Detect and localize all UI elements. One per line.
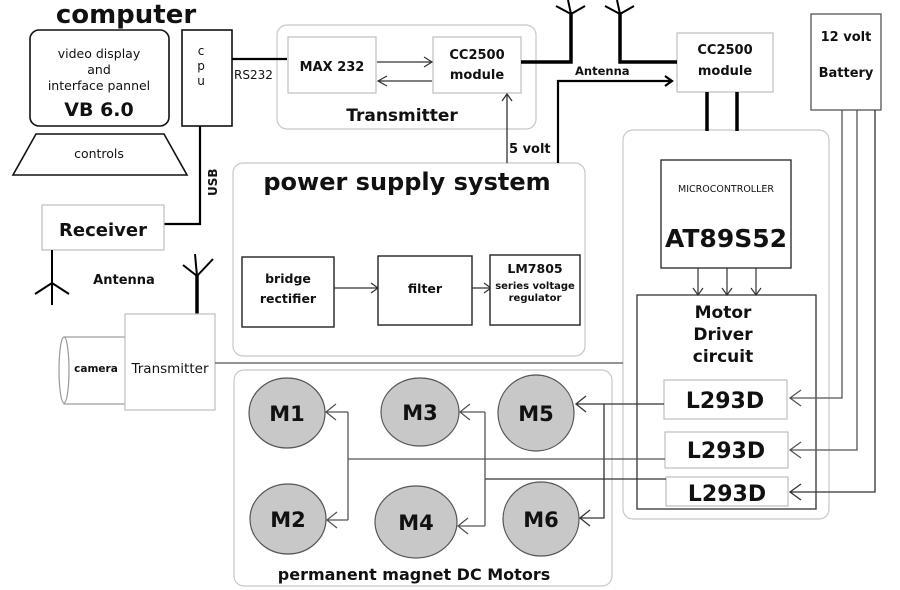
display-line-2: and: [87, 62, 111, 77]
filter-box: [377, 255, 473, 326]
video-display-panel: [29, 29, 170, 127]
cpu-p: p: [197, 59, 205, 73]
cc2500-rx-line1: CC2500: [697, 43, 752, 58]
motor-m5: [497, 374, 575, 452]
cpu-box: [181, 29, 233, 127]
motor-m6-label: M6: [523, 508, 559, 532]
microcontroller-label: MICROCONTROLLER: [678, 184, 774, 195]
motors-title: permanent magnet DC Motors: [278, 565, 550, 584]
rx-antenna-wire: [618, 12, 677, 64]
camera-transmitter-box: [124, 313, 216, 411]
cc2500-to-micro-bus: [705, 92, 739, 131]
rx-antenna-icon: [604, 0, 635, 15]
camera-label: camera: [74, 363, 118, 375]
motor-m3-label: M3: [402, 401, 438, 425]
l293d-box-1: [663, 379, 788, 420]
tx-antenna-wire: [521, 12, 573, 64]
battery-to-l293d-1: [788, 110, 843, 407]
motor-driver-box: [636, 294, 817, 510]
max232-box: [287, 36, 377, 94]
l293d-box-2: [664, 431, 789, 469]
l293d2-to-m1-m2-wire: [324, 403, 349, 529]
receiver-label: Receiver: [59, 220, 147, 241]
l293d3-to-m3-m4-wire: [456, 403, 486, 535]
cpu-c: c: [198, 44, 205, 58]
cc2500-tx-box: [432, 36, 522, 94]
usb-wire: [163, 126, 202, 226]
motor-m4-label: M4: [398, 511, 434, 535]
cc-to-max-arrow: [376, 75, 432, 87]
cc2500-rx-box: [676, 32, 774, 93]
microcontroller-box: [660, 159, 792, 269]
display-line-1: video display: [58, 46, 141, 61]
rs232-label: RS232: [234, 68, 273, 82]
display-line-3: interface pannel: [48, 78, 150, 93]
five-volt-label: 5 volt: [509, 142, 551, 157]
tx-antenna-icon: [555, 0, 586, 15]
motor-m2: [249, 483, 327, 555]
antenna-link-label: Antenna: [575, 64, 630, 78]
bridge-rectifier-box: [241, 256, 335, 328]
receiver-antenna-label: Antenna: [93, 273, 155, 288]
max-to-cc-arrow: [377, 56, 434, 68]
receiver-box: [41, 204, 165, 251]
usb-label: USB: [206, 168, 220, 196]
cc2500-tx-line2: module: [450, 68, 504, 83]
battery-line2: Battery: [819, 66, 874, 81]
camera-transmitter-label: Transmitter: [130, 361, 208, 377]
bridge-line1: bridge: [265, 271, 311, 286]
receiver-antenna-icon: [34, 250, 70, 305]
driver-line3: circuit: [693, 347, 753, 367]
computer-title: computer: [56, 0, 197, 30]
motor-m2-label: M2: [270, 508, 306, 532]
display-vb6: VB 6.0: [64, 99, 133, 121]
motor-m6: [502, 481, 580, 557]
max232-label: MAX 232: [300, 60, 365, 75]
battery-line1: 12 volt: [821, 30, 872, 45]
driver-line2: Driver: [693, 325, 753, 345]
motor-m1: [248, 377, 326, 449]
l293d-label-3: L293D: [688, 482, 766, 507]
cc2500-tx-line1: CC2500: [449, 48, 504, 63]
regulator-line3: regulator: [509, 293, 562, 304]
regulator-line1: LM7805: [507, 261, 562, 276]
camera-lens: [58, 336, 70, 404]
l293d-box-3: [665, 476, 789, 507]
driver-line1: Motor: [695, 303, 752, 323]
cc2500-rx-line2: module: [698, 64, 752, 79]
controls-label: controls: [74, 146, 124, 161]
l293d1-to-m6-wire: [578, 404, 605, 527]
camera-body: [63, 336, 127, 405]
battery-to-l293d-2: [788, 110, 858, 459]
camera-antenna-icon: [182, 253, 214, 277]
power-supply-title: power supply system: [263, 168, 550, 196]
cpu-u: u: [197, 74, 205, 88]
battery-box: [810, 13, 882, 111]
regulator-box: [489, 254, 581, 326]
filter-label: filter: [408, 281, 443, 296]
regulator-line2: series voltage: [495, 281, 575, 292]
motor-m4: [374, 485, 458, 559]
transmitter-title: Transmitter: [346, 106, 458, 126]
microcontroller-chip: AT89S52: [665, 224, 787, 253]
l293d-label-1: L293D: [686, 389, 764, 414]
bridge-line2: rectifier: [260, 291, 317, 306]
motor-m5-label: M5: [518, 402, 554, 426]
motor-m1-label: M1: [269, 402, 305, 426]
l293d-label-2: L293D: [687, 439, 765, 464]
battery-to-l293d-3: [788, 110, 876, 501]
l293d1-to-m5-wire: [574, 395, 664, 413]
antenna-link-wire: [556, 75, 674, 163]
controls-keyboard: [11, 133, 189, 176]
five-volt-arrow: [501, 92, 513, 163]
